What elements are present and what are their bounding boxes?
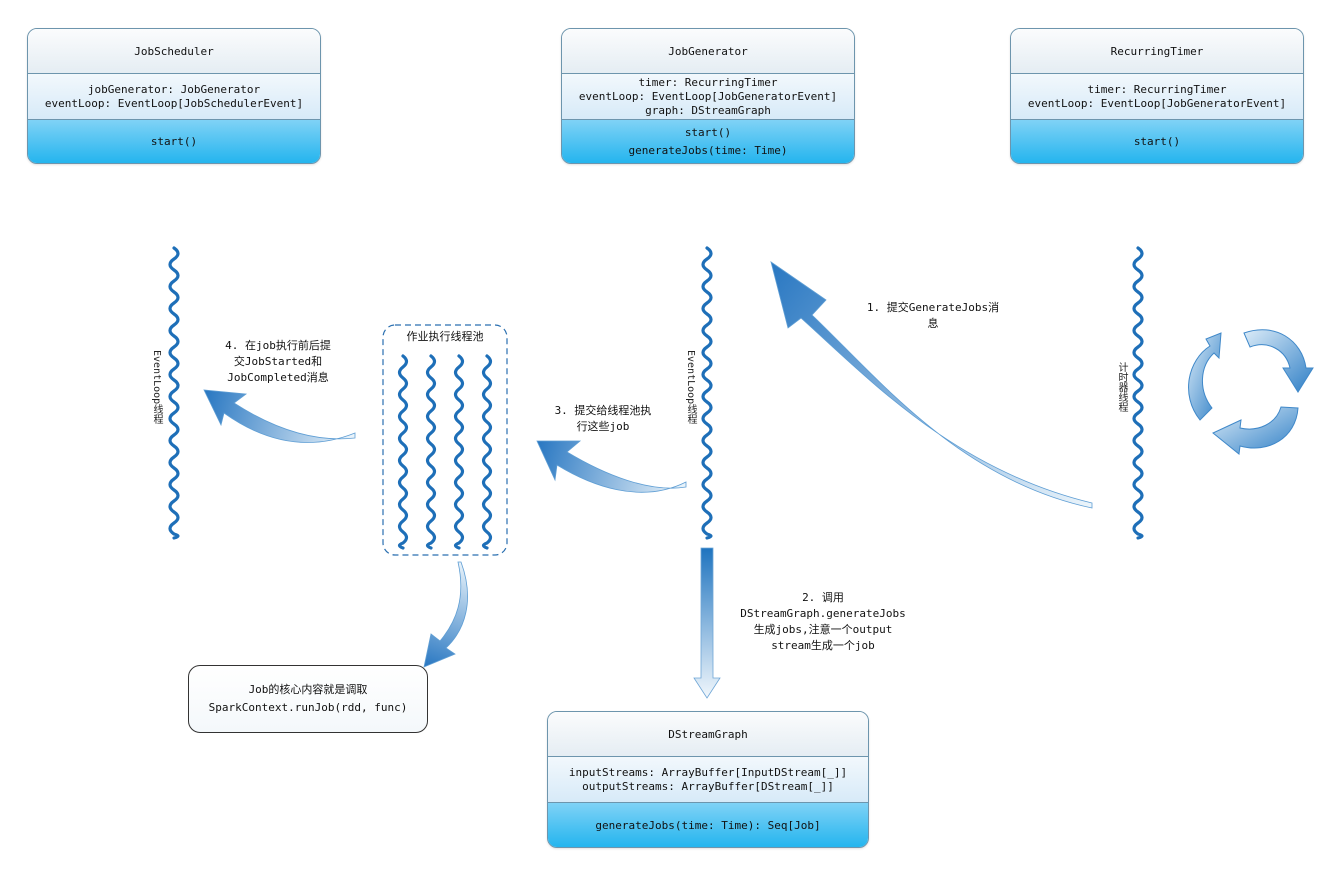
recurring-timer-class: RecurringTimer timer: RecurringTimer eve… (1010, 28, 1304, 164)
pool-to-note-arrow (423, 561, 468, 668)
operation: start() (150, 135, 198, 148)
attribute: jobGenerator: JobGenerator (87, 82, 261, 96)
thread-waves (168, 246, 1144, 550)
class-operations: generateJobs(time: Time): Seq[Job] (548, 803, 868, 847)
step4-line: 交JobStarted和 (233, 355, 323, 368)
class-name: DStreamGraph (548, 712, 868, 757)
pool-thread-wave-3 (453, 354, 465, 550)
class-name: RecurringTimer (1011, 29, 1303, 74)
step3-label: 3. 提交给线程池执 行这些job (535, 403, 671, 435)
class-name: JobGenerator (562, 29, 854, 74)
job-scheduler-class: JobScheduler jobGenerator: JobGenerator … (27, 28, 321, 164)
attribute: outputStreams: ArrayBuffer[DStream[_]] (582, 779, 834, 793)
note-line: SparkContext.runJob(rdd, func) (208, 701, 408, 714)
class-attributes: timer: RecurringTimer eventLoop: EventLo… (1011, 74, 1303, 120)
pool-thread-wave-2 (425, 354, 437, 550)
step1-label: 1. 提交GenerateJobs消 息 (858, 300, 1008, 332)
pool-thread-wave-1 (397, 354, 409, 550)
step4-label: 4. 在job执行前后提 交JobStarted和 JobCompleted消息 (210, 338, 346, 386)
class-attributes: jobGenerator: JobGenerator eventLoop: Ev… (28, 74, 320, 120)
class-attributes: inputStreams: ArrayBuffer[InputDStream[_… (548, 757, 868, 803)
attribute: eventLoop: EventLoop[JobGeneratorEvent] (578, 89, 838, 103)
step4-line: JobCompleted消息 (227, 371, 329, 384)
step3-line: 3. 提交给线程池执 (554, 404, 652, 417)
class-operations: start() generateJobs(time: Time) (562, 120, 854, 163)
class-name: JobScheduler (28, 29, 320, 74)
job-generator-class: JobGenerator timer: RecurringTimer event… (561, 28, 855, 164)
step2-line: 生成jobs,注意一个output (753, 623, 893, 636)
attribute: eventLoop: EventLoop[JobSchedulerEvent] (44, 96, 304, 110)
step2-line: DStreamGraph.generateJobs (740, 607, 906, 620)
recurring-cycle-icon (1188, 329, 1314, 455)
scheduler-thread-wave (168, 246, 180, 540)
generator-thread-wave (701, 246, 713, 540)
attribute: timer: RecurringTimer (638, 75, 778, 89)
timer-thread-wave (1132, 246, 1144, 540)
attribute: graph: DStreamGraph (645, 103, 771, 117)
dstream-graph-class: DStreamGraph inputStreams: ArrayBuffer[I… (547, 711, 869, 848)
timer-thread-label: 计时器线程 (1116, 362, 1127, 412)
class-operations: start() (1011, 120, 1303, 163)
pool-thread-wave-4 (481, 354, 493, 550)
class-attributes: timer: RecurringTimer eventLoop: EventLo… (562, 74, 854, 120)
step1-line: 1. 提交GenerateJobs消 (866, 301, 1000, 314)
attribute: inputStreams: ArrayBuffer[InputDStream[_… (568, 765, 848, 779)
thread-pool-title: 作业执行线程池 (406, 330, 484, 343)
generator-thread-label: EventLoop线程 (685, 350, 696, 425)
step2-line: stream生成一个job (771, 639, 875, 652)
step3-line: 行这些job (576, 420, 630, 433)
step4-line: 4. 在job执行前后提 (225, 339, 331, 352)
job-core-note: Job的核心内容就是调取 SparkContext.runJob(rdd, fu… (188, 665, 428, 733)
scheduler-thread-label: EventLoop线程 (151, 350, 162, 425)
class-operations: start() (28, 120, 320, 163)
operation: generateJobs(time: Time) (628, 144, 788, 157)
attribute: eventLoop: EventLoop[JobGeneratorEvent] (1027, 96, 1287, 110)
operation: start() (1133, 135, 1181, 148)
step2-arrow (693, 547, 721, 699)
note-line: Job的核心内容就是调取 (248, 683, 368, 696)
step3-arrow (536, 440, 687, 493)
step4-arrow (203, 389, 356, 443)
thread-pool-container (382, 324, 508, 556)
attribute: timer: RecurringTimer (1087, 82, 1227, 96)
operation: start() (684, 126, 732, 139)
step2-label: 2. 调用 DStreamGraph.generateJobs 生成jobs,注… (725, 590, 921, 654)
operation: generateJobs(time: Time): Seq[Job] (595, 818, 821, 832)
step1-arrow (770, 261, 1093, 509)
step1-line: 息 (927, 317, 939, 330)
step2-line: 2. 调用 (802, 591, 844, 604)
